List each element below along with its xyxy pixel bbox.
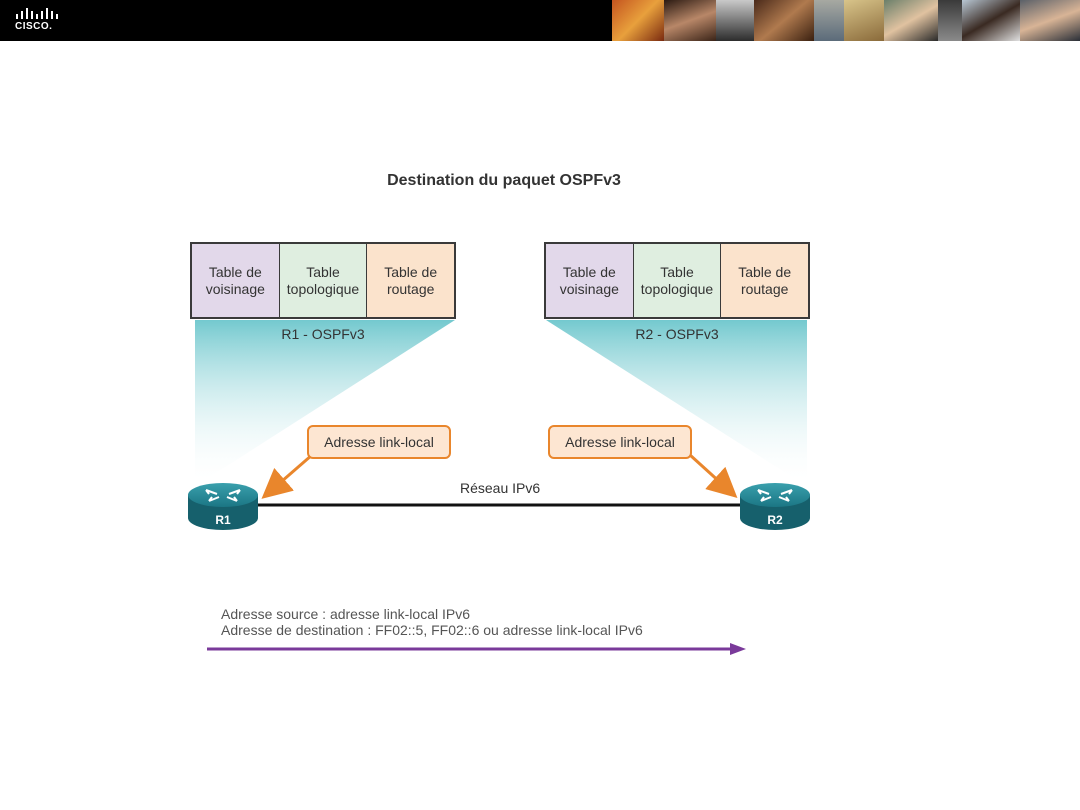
cisco-logo-icon [16,8,58,19]
router-r1-icon: R1 [188,483,258,530]
header-bar: CISCO. [0,0,1080,41]
r1-table-label: R1 - OSPFv3 [281,326,365,342]
packet-arrow-head [730,643,746,655]
photo-10 [1020,0,1080,41]
router-r2-icon: R2 [740,483,810,530]
r2-callout-arrow [688,453,738,499]
r2-ospfv3-tables: Table de voisinage Table topologique Tab… [544,242,810,319]
r1-table-beam [195,320,455,480]
r2-routing-table: Table de routage [720,244,809,317]
packet-addresses: Adresse source : adresse link-local IPv6… [221,606,643,638]
photo-4 [754,0,814,41]
r2-link-local-callout: Adresse link-local [548,425,692,459]
photo-1 [612,0,664,41]
r2-table-label: R2 - OSPFv3 [635,326,719,342]
r2-table-beam [546,320,807,480]
logo-text: CISCO. [15,21,53,32]
source-address: Adresse source : adresse link-local IPv6 [221,606,470,622]
photo-6 [844,0,884,41]
photo-5 [814,0,844,41]
r1-neighbor-table: Table de voisinage [192,244,279,317]
photo-3 [716,0,754,41]
r1-topology-table: Table topologique [278,244,367,317]
destination-address: Adresse de destination : FF02::5, FF02::… [221,622,643,638]
photo-2 [664,0,716,41]
r1-link-local-callout: Adresse link-local [307,425,451,459]
photo-9 [962,0,1020,41]
r1-ospfv3-tables: Table de voisinage Table topologique Tab… [190,242,456,319]
network-label: Réseau IPv6 [460,480,541,496]
r2-neighbor-table: Table de voisinage [546,244,633,317]
r1-callout-arrow [261,453,313,499]
router-r2-label: R2 [767,513,783,527]
r1-routing-table: Table de routage [366,244,455,317]
photo-8 [938,0,962,41]
header-photo-strip [612,0,1080,41]
diagram-title: Destination du paquet OSPFv3 [387,172,621,189]
router-r1-label: R1 [215,513,231,527]
r2-topology-table: Table topologique [632,244,721,317]
photo-7 [884,0,938,41]
